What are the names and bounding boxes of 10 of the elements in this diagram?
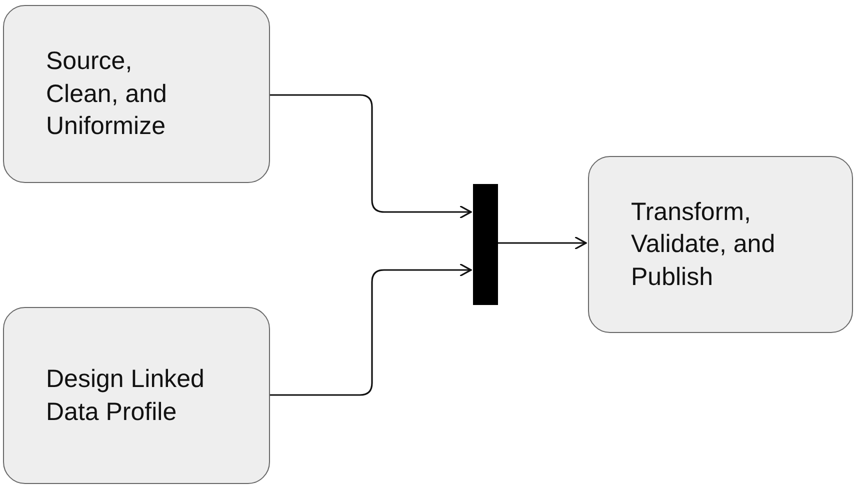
process-box bbox=[3, 5, 270, 183]
join-bar bbox=[473, 184, 498, 305]
box-label: Transform, Validate, and Publish bbox=[631, 196, 776, 293]
process-box bbox=[3, 307, 270, 484]
arrow bbox=[270, 263, 472, 396]
arrow bbox=[498, 236, 587, 250]
box-label: Source, Clean, and Uniformize bbox=[46, 46, 168, 142]
process-box bbox=[588, 156, 853, 333]
arrow bbox=[270, 94, 472, 219]
box-label: Design Linked Data Profile bbox=[46, 364, 206, 428]
